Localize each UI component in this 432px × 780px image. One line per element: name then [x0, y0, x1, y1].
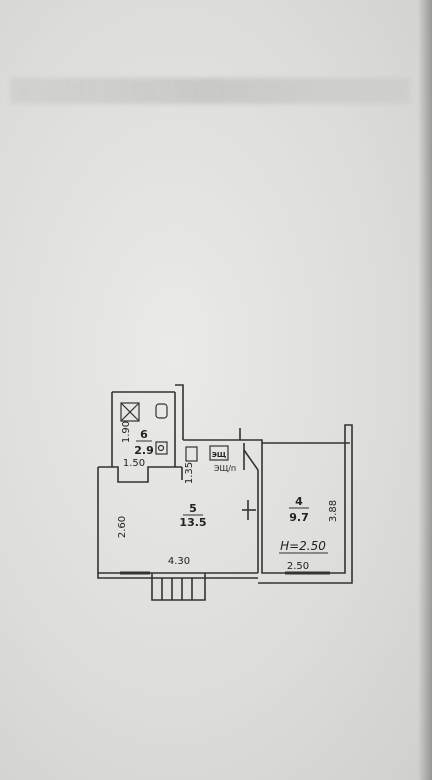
toilet-fixture: [155, 403, 168, 419]
room-5-number: 5: [189, 502, 197, 515]
room-6-number: 6: [140, 428, 148, 441]
wall-room4-outer: [258, 424, 353, 584]
bath-fixtures: [120, 402, 229, 462]
room4-height-dimension: 3.88: [328, 500, 339, 522]
kitchen-sink-fixture: [185, 446, 198, 462]
shower-diag-2: [120, 402, 140, 422]
page-edge-shadow: [418, 0, 432, 780]
porch: [151, 573, 206, 601]
room-6-area: 2.9: [134, 444, 154, 457]
meter-box: [209, 445, 229, 461]
main-height-dimension: 2.60: [117, 516, 128, 538]
bath-width-dimension: 1.50: [123, 458, 145, 469]
room-4-number: 4: [295, 495, 303, 508]
door-swing-line: [243, 449, 259, 471]
sink-fixture: [155, 441, 168, 455]
shower-fixture: [120, 402, 140, 422]
main-width-dimension: 4.30: [168, 556, 190, 567]
wall-main-top: [98, 466, 182, 483]
room4-width-dimension: 2.50: [287, 561, 309, 572]
meter-note-label: ЭЩ/п: [214, 464, 236, 473]
wall-bath-right-outer: [175, 384, 184, 440]
room-4-area: 9.7: [289, 511, 309, 524]
wall-corridor-top: [183, 439, 350, 444]
ceiling-height-label: H=2.50: [280, 539, 326, 553]
meter-box-label: ЭЩ: [212, 451, 226, 459]
room-5-area: 13.5: [179, 516, 206, 529]
kitchen-niche-dimension: 1.35: [184, 462, 195, 484]
sink-drain: [157, 444, 165, 452]
walls: [97, 384, 353, 601]
faded-header-band: [10, 78, 410, 104]
bath-height-dimension: 1.90: [121, 421, 132, 443]
